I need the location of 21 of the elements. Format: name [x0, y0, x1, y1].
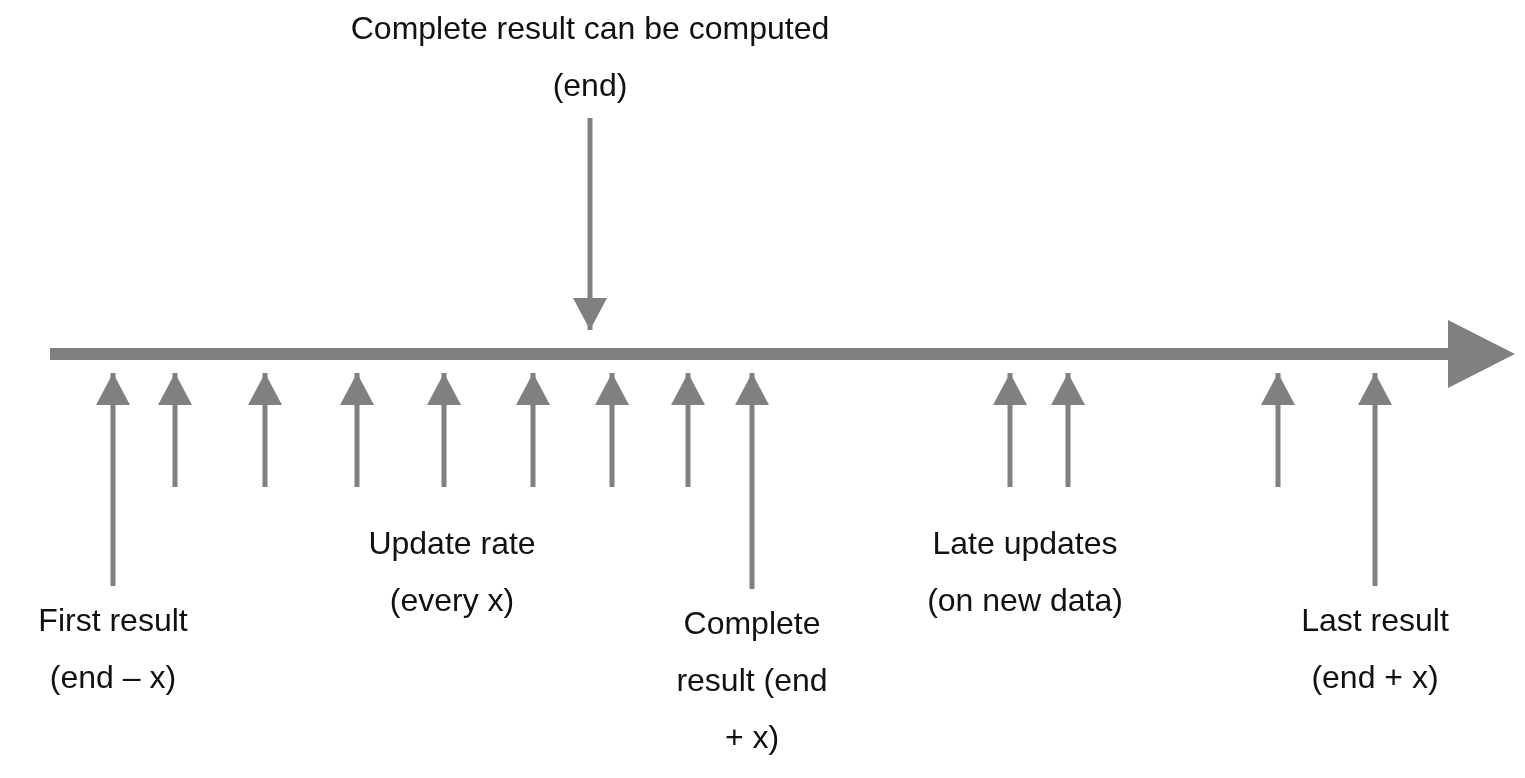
arrow: [573, 118, 607, 330]
arrow: [993, 373, 1027, 487]
arrow: [671, 373, 705, 487]
arrow: [516, 373, 550, 487]
annotation-text: Update rate (every x): [367, 524, 537, 620]
timeline-arrow: [50, 320, 1515, 388]
arrow: [1051, 373, 1085, 487]
arrow: [158, 373, 192, 487]
event-label: First result (end – x): [13, 592, 213, 706]
arrow: [340, 373, 374, 487]
arrow: [427, 373, 461, 487]
arrow: [1358, 373, 1392, 586]
event-label: Complete result (end + x): [672, 595, 832, 766]
arrow: [595, 373, 629, 487]
arrow: [1261, 373, 1295, 487]
event-label: Complete result can be computed (end): [310, 0, 870, 114]
arrow: [735, 373, 769, 589]
event-label: Last result (end + x): [1275, 592, 1475, 706]
annotation-text: Late updates (on new data): [926, 524, 1124, 620]
arrow: [248, 373, 282, 487]
arrow: [96, 373, 130, 586]
